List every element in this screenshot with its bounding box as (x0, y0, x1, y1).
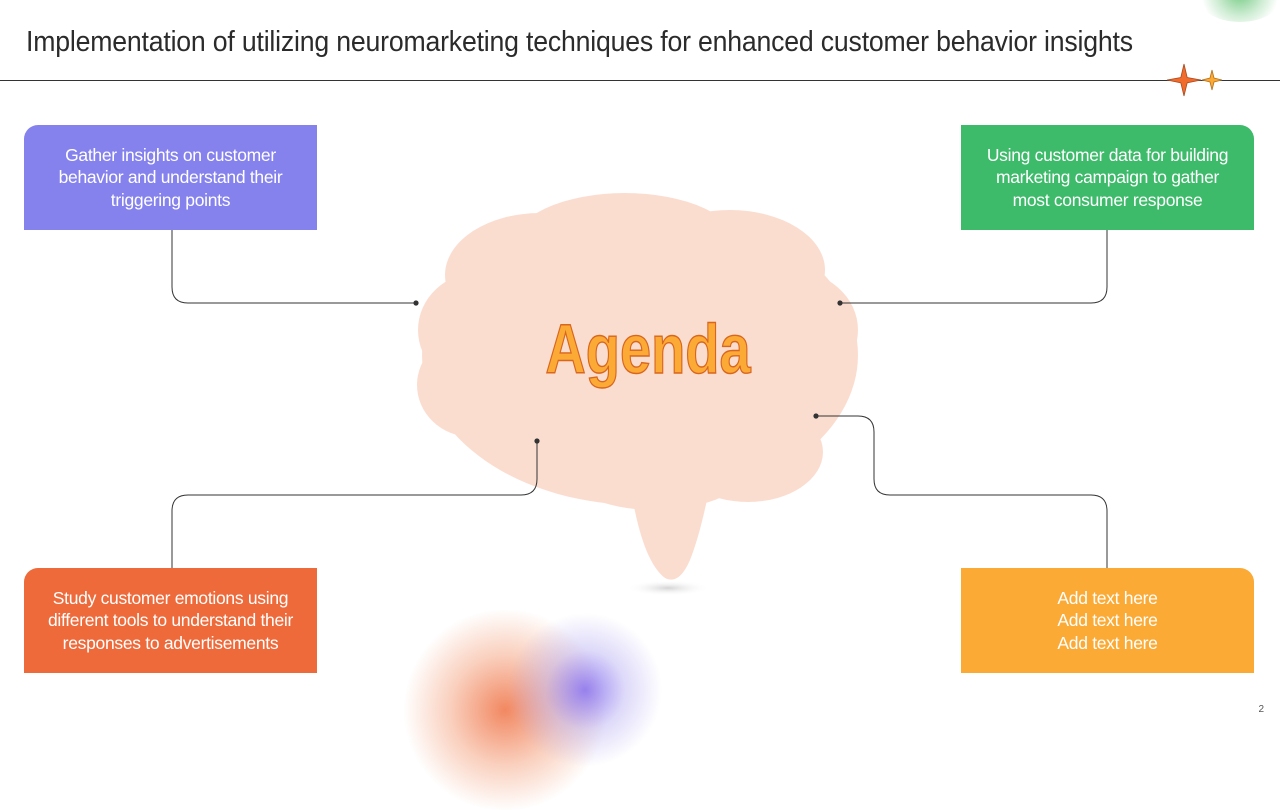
step-box-bottom-right: Add text here Add text here Add text her… (961, 568, 1254, 673)
agenda-label: Agenda (545, 311, 751, 388)
connector-dots (413, 300, 843, 444)
title-divider (0, 80, 1280, 81)
step-box-line: Gather insights on customer (65, 144, 276, 165)
step-box-top-left: Gather insights on customer behavior and… (24, 125, 317, 230)
step-box-bottom-left: Study customer emotions using different … (24, 568, 317, 673)
step-box-line: Using customer data for building (986, 144, 1229, 165)
step-box-line: behavior and understand their (58, 167, 283, 188)
connector-lines (171, 230, 1108, 568)
brain-icon (417, 193, 858, 580)
step-box-text: Using customer data for building marketi… (986, 144, 1229, 212)
step-box-line: responses to advertisements (62, 632, 279, 653)
step-box-text: Add text here Add text here Add text her… (1057, 587, 1158, 655)
page-number: 2 (1258, 704, 1264, 715)
step-box-line: Add text here (1057, 610, 1158, 631)
step-box-text: Study customer emotions using different … (48, 587, 293, 655)
step-box-line: most consumer response (1012, 189, 1203, 210)
step-box-line: triggering points (110, 189, 231, 210)
page-title: Implementation of utilizing neuromarketi… (26, 26, 1133, 58)
brain-shadow (626, 580, 710, 596)
step-box-line: Study customer emotions using (52, 587, 289, 608)
step-box-line: marketing campaign to gather (995, 167, 1220, 188)
step-box-top-right: Using customer data for building marketi… (961, 125, 1254, 230)
step-box-text: Gather insights on customer behavior and… (59, 144, 283, 212)
step-box-line: Add text here (1057, 587, 1158, 608)
agenda-diagram: Agenda (171, 193, 1108, 596)
step-box-line: different tools to understand their (47, 610, 294, 631)
step-box-line: Add text here (1057, 632, 1158, 653)
sparkle-icon (1166, 63, 1223, 97)
